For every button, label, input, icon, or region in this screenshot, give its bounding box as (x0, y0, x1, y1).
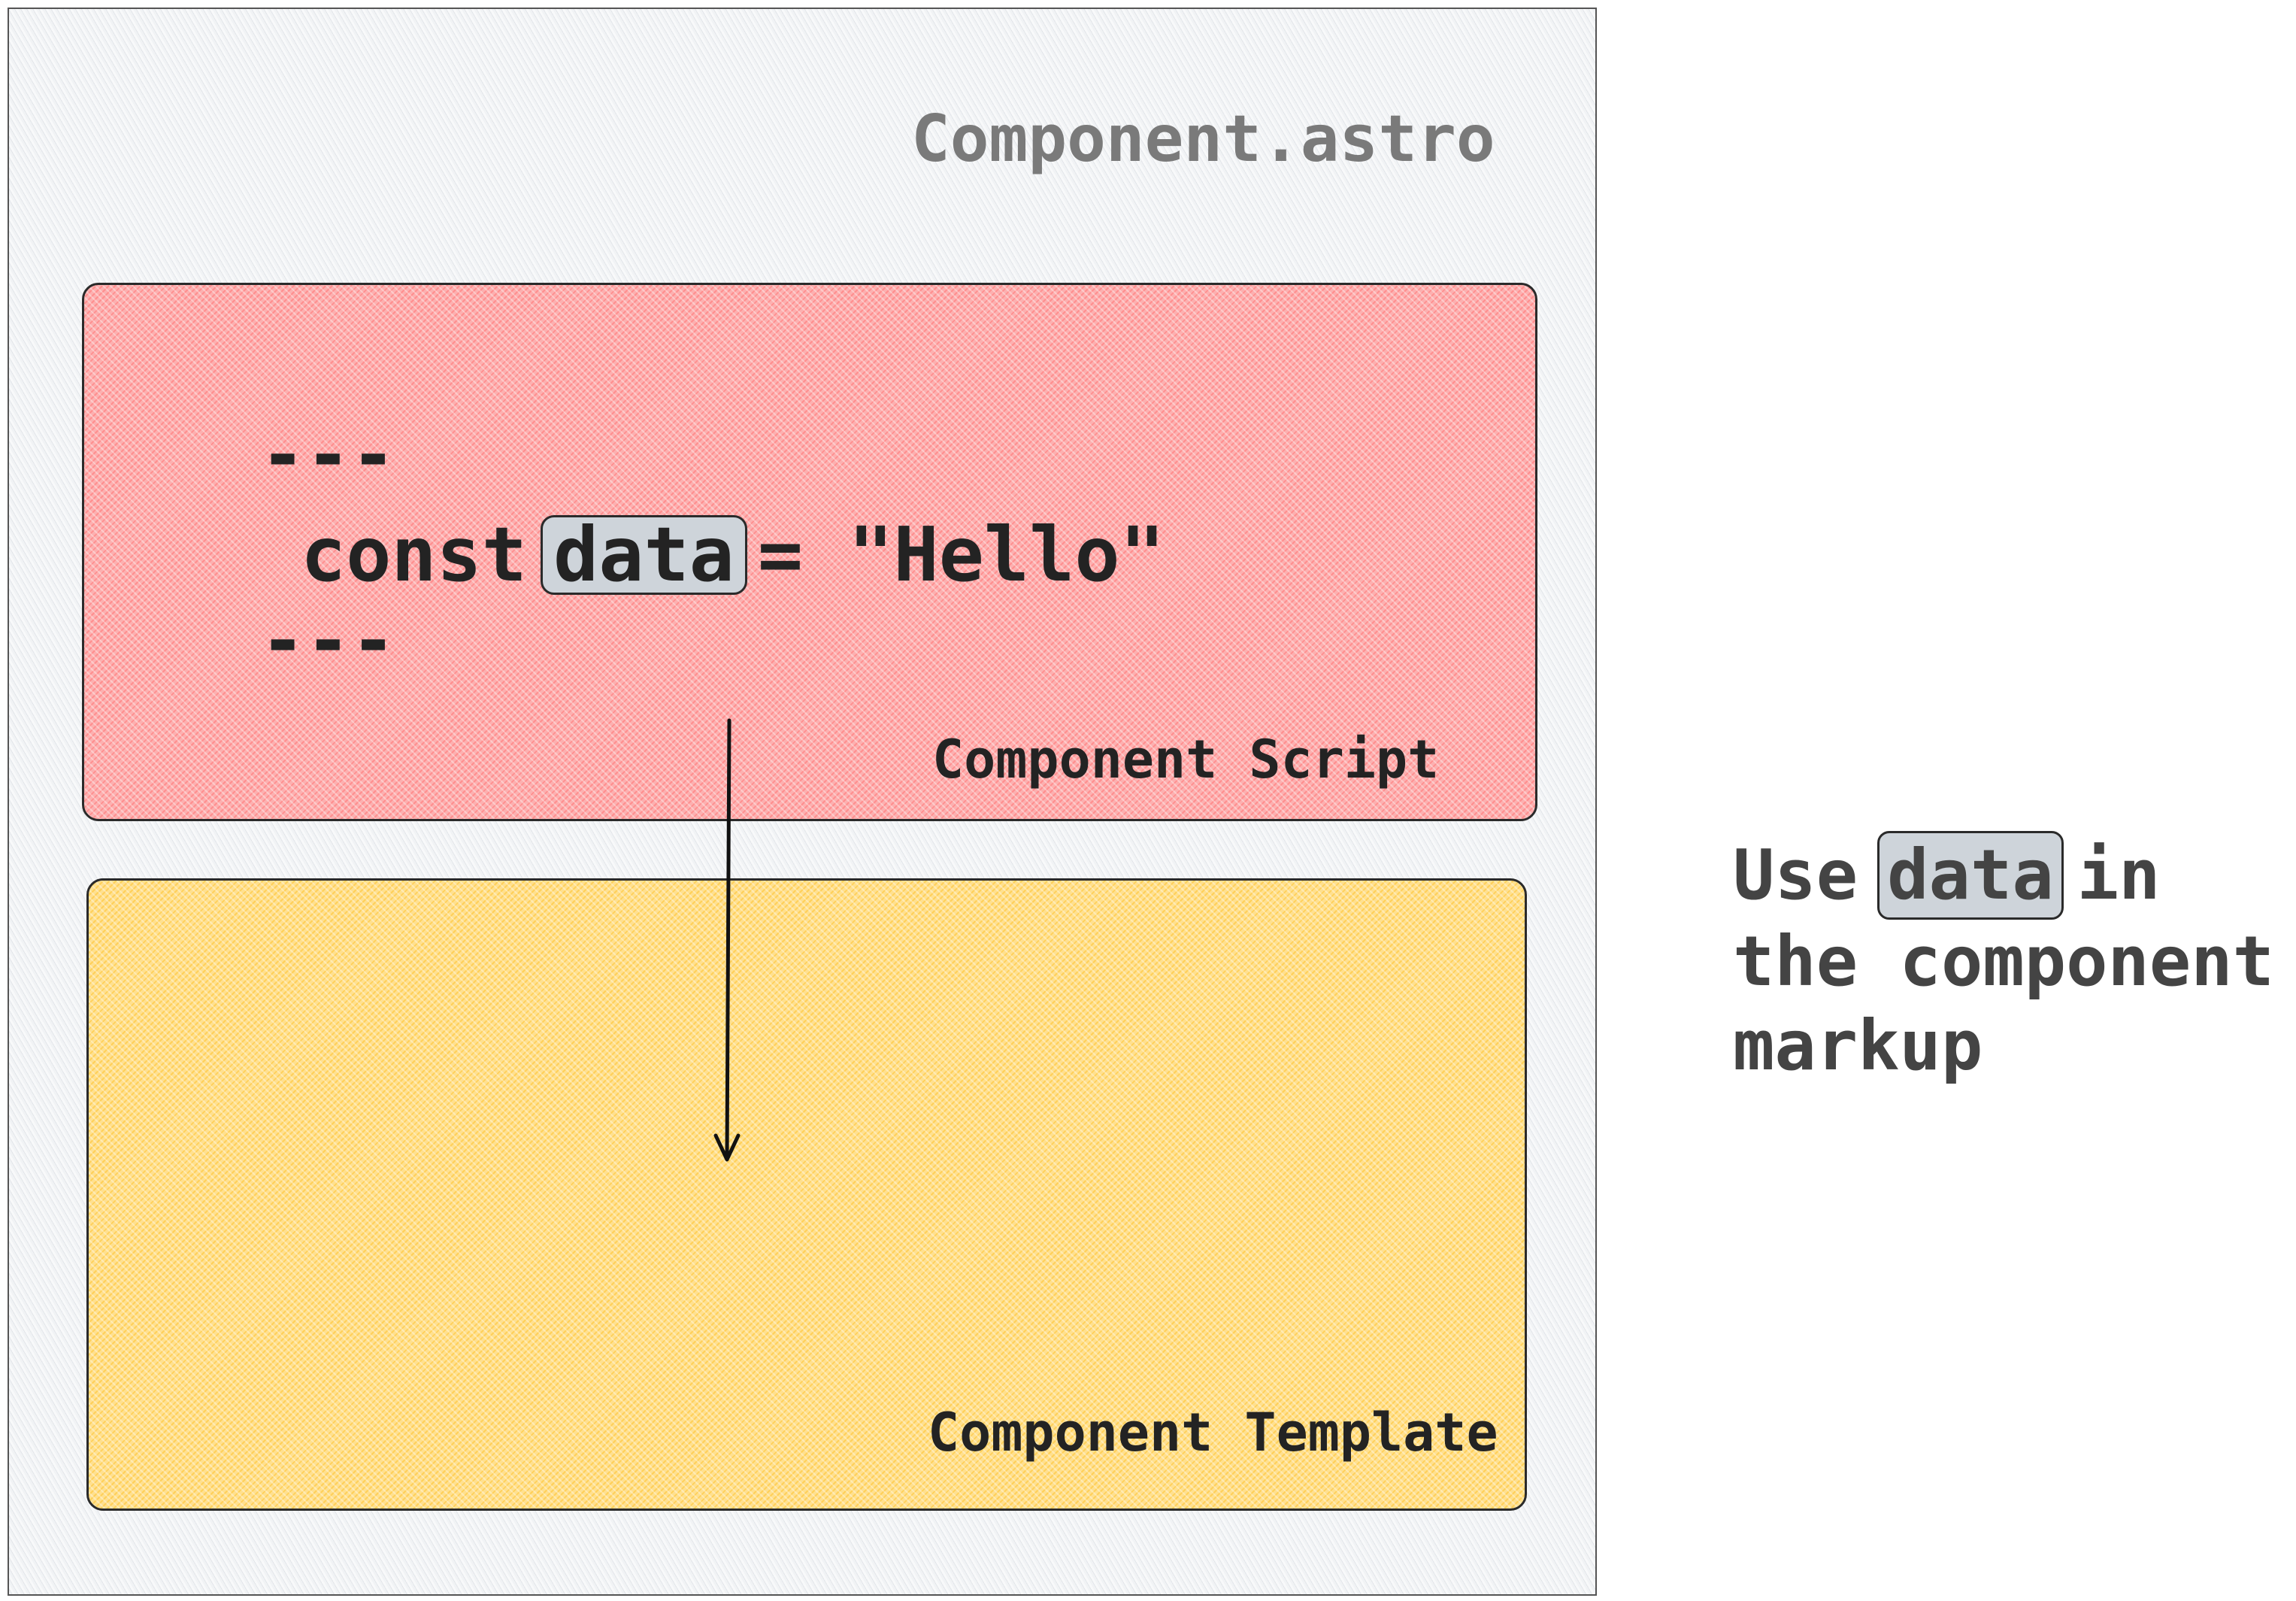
file-title: Component.astro (911, 102, 1495, 177)
annotation-line-3: markup (1733, 1005, 1983, 1086)
code-value: "Hello" (848, 511, 1165, 599)
data-flow-arrow (713, 718, 741, 1162)
component-script-label: Component Script (932, 729, 1440, 790)
frontmatter-fence-open: --- (260, 411, 396, 499)
component-template-label: Component Template (928, 1402, 1498, 1463)
annotation-line-2: the component (1733, 921, 2275, 1002)
component-script-box (82, 283, 1537, 821)
code-keyword: const (301, 511, 528, 599)
code-operator: = (757, 511, 804, 599)
data-variable-highlight: data (541, 515, 747, 595)
component-template-box (86, 878, 1527, 1511)
frontmatter-fence-close: --- (260, 596, 396, 684)
annotation-word: in (2076, 835, 2161, 915)
annotation-word: Use (1733, 835, 1858, 915)
annotation-data-highlight: data (1877, 831, 2064, 920)
